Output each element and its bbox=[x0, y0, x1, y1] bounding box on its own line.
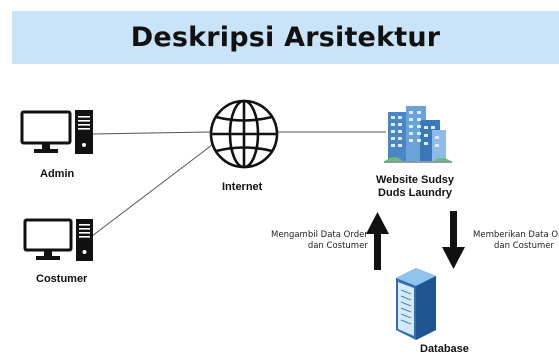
fetch-data-note: Mengambil Data Order dan Costumer bbox=[271, 230, 368, 252]
website-label-line2: Duds Laundry bbox=[378, 187, 452, 199]
title-banner: Deskripsi Arsitektur bbox=[12, 11, 559, 64]
fetch-data-note-line1: Mengambil Data Order bbox=[271, 230, 368, 240]
website-label-line1: Website Sudsy bbox=[376, 174, 455, 186]
provide-data-note-line1: Memberikan Data Order bbox=[473, 230, 559, 240]
arrow-up-icon bbox=[366, 212, 389, 270]
database-label: Database bbox=[420, 343, 469, 355]
costumer-internet-link bbox=[91, 144, 213, 237]
provide-data-note-line2: dan Costumer bbox=[494, 241, 554, 251]
globe-icon bbox=[209, 99, 279, 169]
page-title: Deskripsi Arsitektur bbox=[130, 22, 441, 53]
internet-label: Internet bbox=[222, 181, 263, 193]
desktop-computer-icon bbox=[23, 218, 93, 261]
provide-data-note: Memberikan Data Order dan Costumer bbox=[449, 230, 559, 252]
website-label: Website Sudsy Duds Laundry bbox=[376, 174, 454, 200]
admin-internet-link bbox=[91, 131, 211, 135]
arrow-down-icon bbox=[442, 211, 465, 269]
costumer-label: Costumer bbox=[36, 273, 88, 285]
fetch-data-note-line2: dan Costumer bbox=[307, 241, 368, 251]
admin-label: Admin bbox=[40, 168, 75, 180]
server-rack-icon bbox=[396, 268, 436, 340]
office-buildings-icon bbox=[384, 106, 452, 163]
desktop-computer-icon bbox=[20, 110, 93, 154]
